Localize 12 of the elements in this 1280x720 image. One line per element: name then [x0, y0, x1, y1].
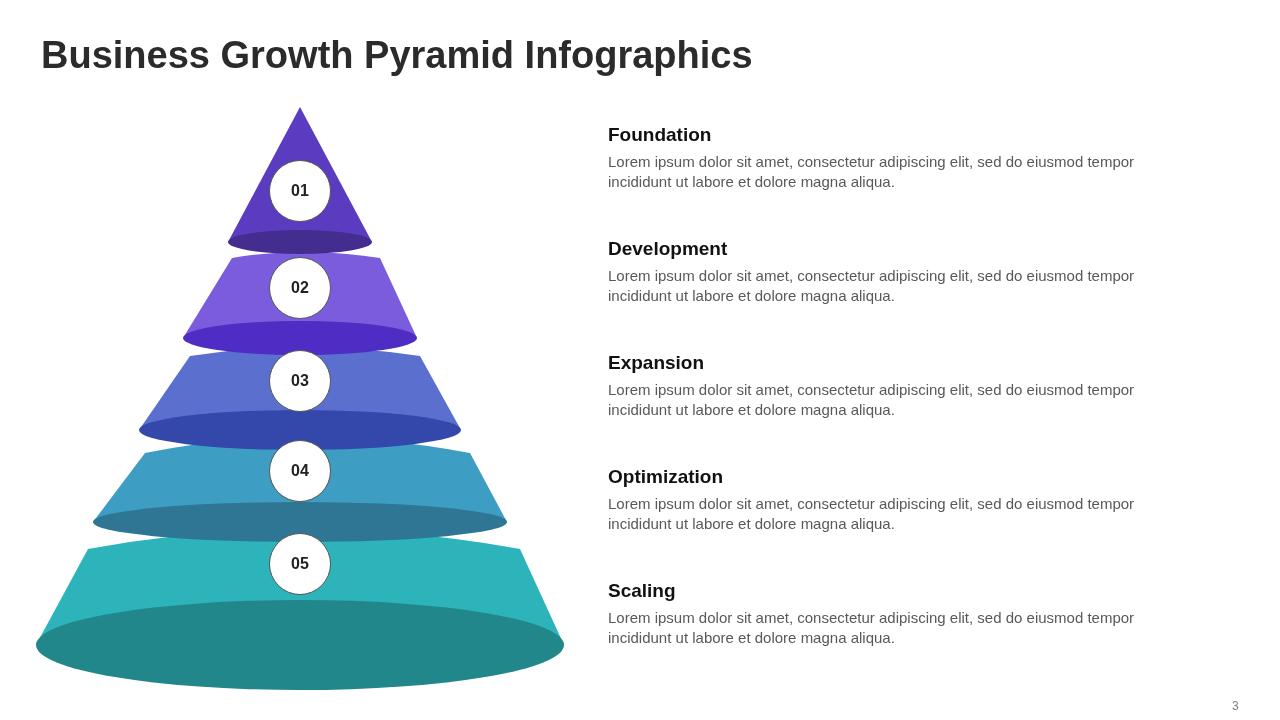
step-heading: Development: [608, 238, 728, 260]
step-description: Lorem ipsum dolor sit amet, consectetur adipiscing elit, sed do eiusmod tempor incididunt ut labore et dolore magna aliqua.: [608, 608, 1136, 648]
step-heading: Foundation: [608, 124, 712, 146]
step-description: Lorem ipsum dolor sit amet, consectetur adipiscing elit, sed do eiusmod tempor incididunt ut labore et dolore magna aliqua.: [608, 380, 1136, 420]
step-description: Lorem ipsum dolor sit amet, consectetur adipiscing elit, sed do eiusmod tempor incididunt ut labore et dolore magna aliqua.: [608, 266, 1136, 306]
title: Business Growth Pyramid Infographics: [41, 33, 753, 78]
step-description: Lorem ipsum dolor sit amet, consectetur adipiscing elit, sed do eiusmod tempor incididunt ut labore et dolore magna aliqua.: [608, 152, 1136, 192]
step-heading: Optimization: [608, 466, 724, 488]
step-heading: Expansion: [608, 352, 705, 374]
page-number: 3: [1232, 699, 1239, 713]
step-description: Lorem ipsum dolor sit amet, consectetur adipiscing elit, sed do eiusmod tempor incididunt ut labore et dolore magna aliqua.: [608, 494, 1136, 534]
step-heading: Scaling: [608, 580, 676, 602]
